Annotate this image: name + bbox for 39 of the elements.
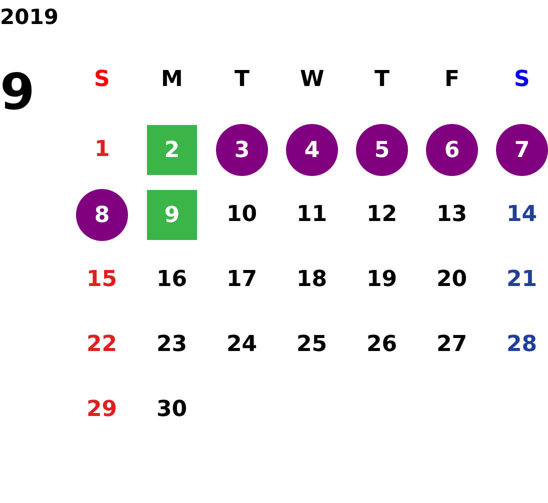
day-number: 13 xyxy=(436,204,468,226)
day-number: 28 xyxy=(506,334,538,356)
day-number: 1 xyxy=(94,139,110,161)
weekday-label: T xyxy=(234,69,250,91)
highlighted-day-circle: 4 xyxy=(286,124,338,176)
day-number: 26 xyxy=(366,334,398,356)
day-number: 16 xyxy=(156,269,188,291)
weekday-label: S xyxy=(94,69,110,91)
day-number: 20 xyxy=(436,269,468,291)
highlighted-day-circle: 5 xyxy=(356,124,408,176)
day-number: 27 xyxy=(436,334,468,356)
day-number: 22 xyxy=(86,334,118,356)
weekday-label: M xyxy=(161,69,183,91)
highlighted-day-square: 2 xyxy=(147,125,197,175)
day-number: 29 xyxy=(86,399,118,421)
day-number: 11 xyxy=(296,204,328,226)
highlighted-day-square: 9 xyxy=(147,190,197,240)
day-number: 10 xyxy=(226,204,258,226)
month-number: 9 xyxy=(0,67,35,117)
day-number: 23 xyxy=(156,334,188,356)
day-number: 24 xyxy=(226,334,258,356)
day-number: 12 xyxy=(366,204,398,226)
day-number: 19 xyxy=(366,269,398,291)
day-number: 21 xyxy=(506,269,538,291)
weekday-label: T xyxy=(374,69,390,91)
day-number: 18 xyxy=(296,269,328,291)
weekday-label: W xyxy=(300,69,324,91)
day-number: 25 xyxy=(296,334,328,356)
day-number: 30 xyxy=(156,399,188,421)
day-number: 17 xyxy=(226,269,258,291)
weekday-label: F xyxy=(444,69,460,91)
highlighted-day-circle: 3 xyxy=(216,124,268,176)
day-number: 14 xyxy=(506,204,538,226)
day-number: 15 xyxy=(86,269,118,291)
highlighted-day-circle: 8 xyxy=(76,189,128,241)
highlighted-day-circle: 7 xyxy=(496,124,548,176)
highlighted-day-circle: 6 xyxy=(426,124,478,176)
weekday-label: S xyxy=(514,69,530,91)
year-label: 2019 xyxy=(0,6,58,28)
